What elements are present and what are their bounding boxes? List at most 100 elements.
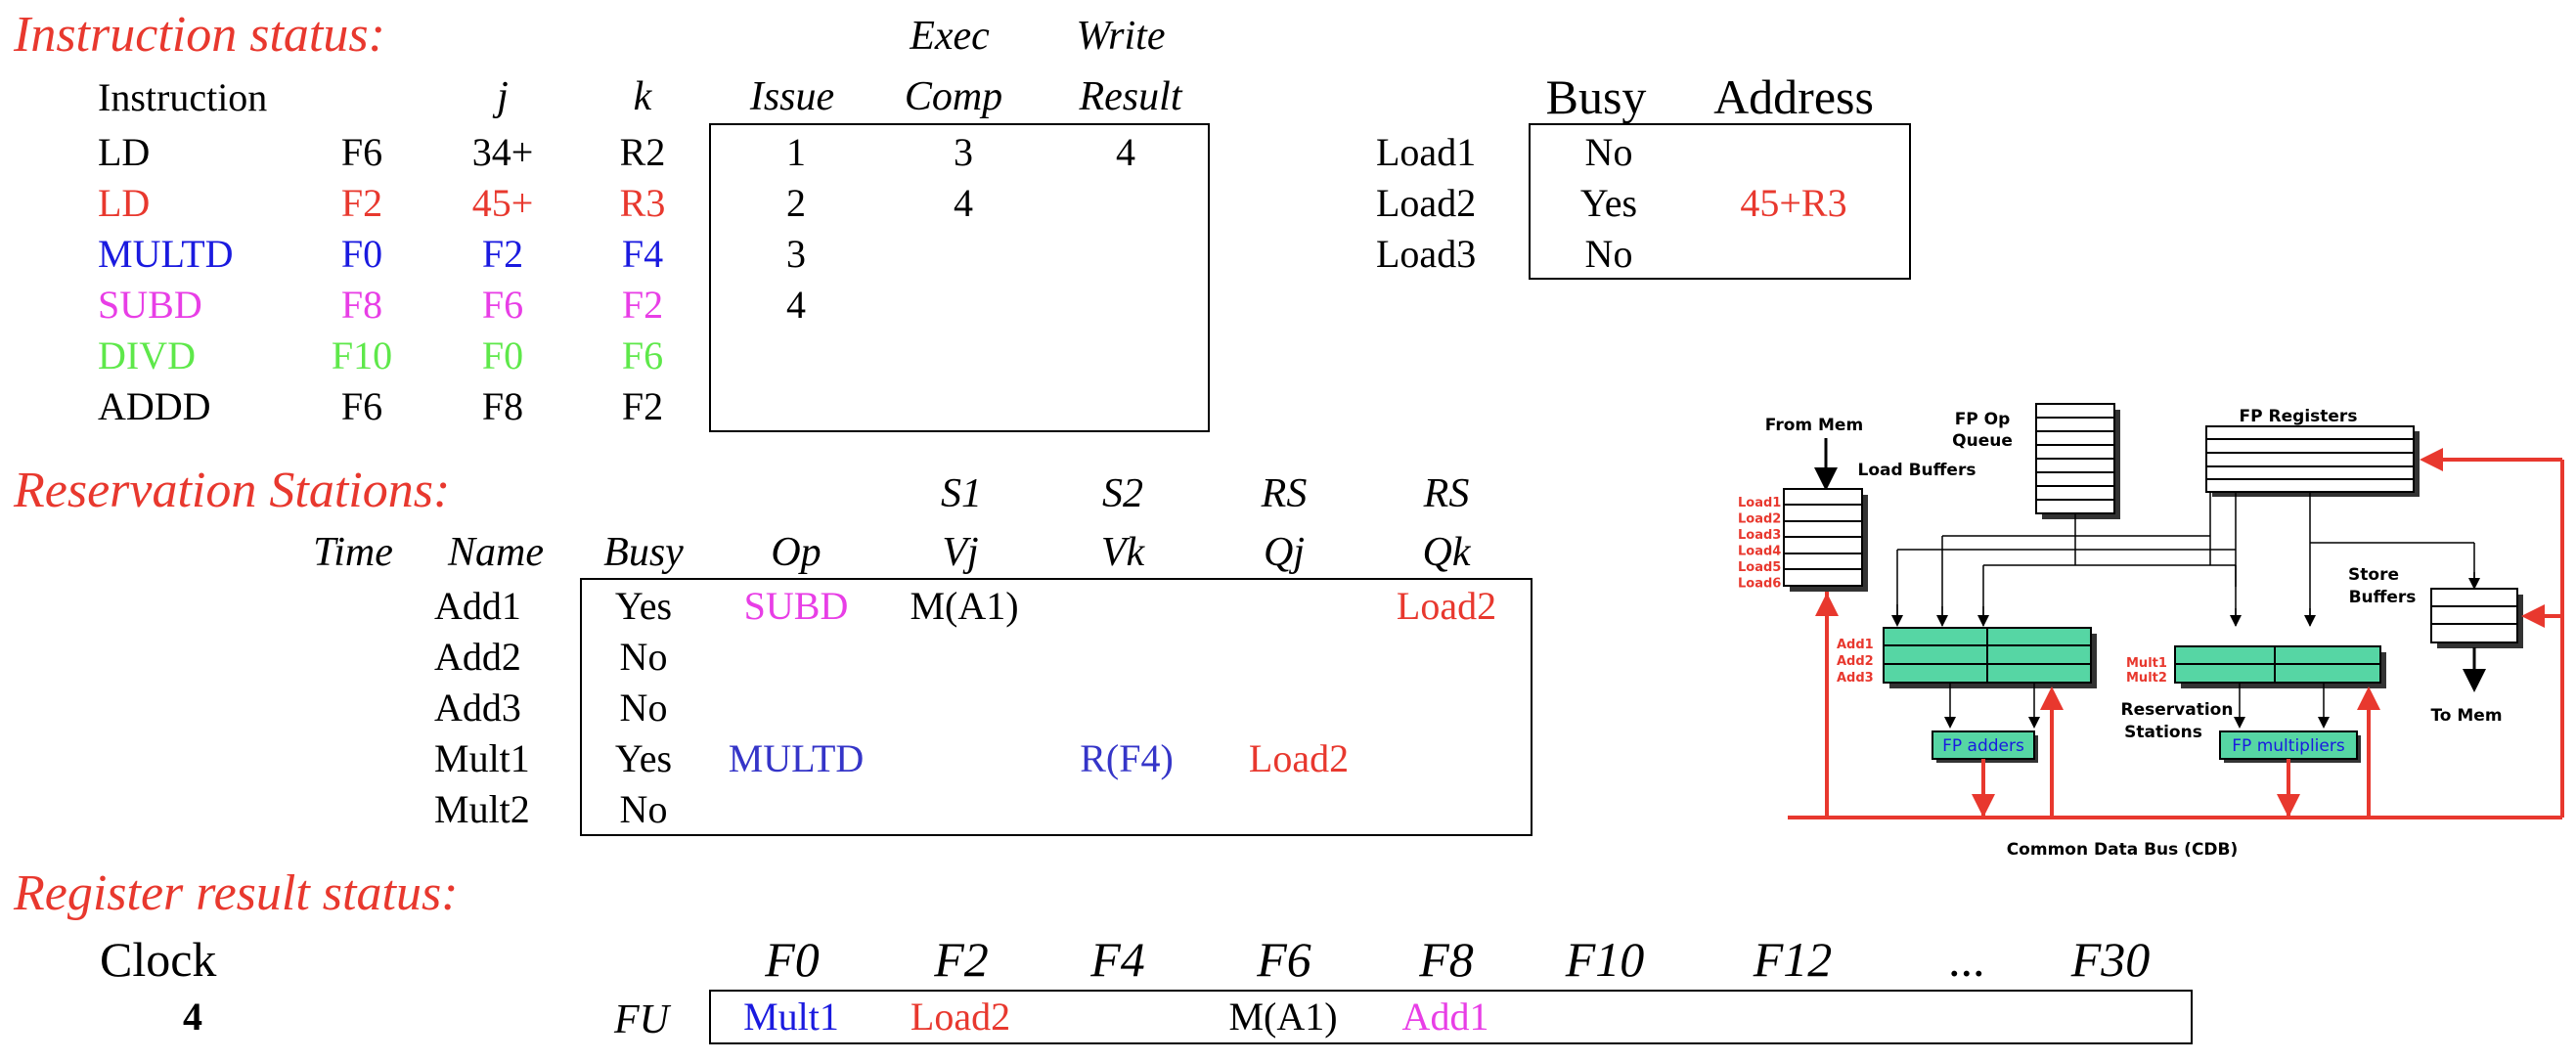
cdb-label: Common Data Bus (CDB) xyxy=(2007,840,2239,860)
instruction-op: MULTD xyxy=(98,232,234,276)
load-buffer-name: Load3 xyxy=(1376,232,1477,276)
rs-busy-header: Busy xyxy=(603,530,684,575)
rs-s2-header: S2 xyxy=(1102,471,1143,516)
store-buffers-label-2: Buffers xyxy=(2349,588,2417,607)
load-buffer-box xyxy=(1529,123,1911,280)
rs-vk: R(F4) xyxy=(1080,736,1174,780)
register-name: F6 xyxy=(1257,932,1311,987)
rs-op-header: Op xyxy=(771,530,822,575)
rs-qk: Load2 xyxy=(1396,584,1497,628)
from-mem-label: From Mem xyxy=(1765,416,1863,435)
adder-reservation-stations xyxy=(1883,627,2097,688)
instruction-op: LD xyxy=(98,130,151,174)
instruction-status-box xyxy=(709,123,1210,432)
instruction-j: 34+ xyxy=(471,130,534,174)
rs-op: SUBD xyxy=(743,584,849,628)
tomasulo-diagram: From Mem FP Op Queue Load Buffers FP Reg… xyxy=(1738,403,2564,860)
instruction-op: SUBD xyxy=(98,283,202,327)
load-buffer-name: Load1 xyxy=(1376,130,1477,174)
rs-name: Add2 xyxy=(434,635,521,679)
diagram-mult-label: Mult2 xyxy=(2126,671,2167,686)
load-buffer-busy: No xyxy=(1584,130,1633,174)
instruction-op: LD xyxy=(98,181,151,225)
write-header-bottom: Result xyxy=(1079,74,1182,119)
instruction-dest: F6 xyxy=(340,384,383,428)
reservation-stations-title: Reservation Stations: xyxy=(14,463,451,518)
rs-busy: No xyxy=(619,787,668,831)
rs-name: Add3 xyxy=(434,686,521,730)
instruction-dest: F0 xyxy=(340,232,383,276)
instruction-dest: F2 xyxy=(340,181,383,225)
diagram-add-label: Add3 xyxy=(1837,671,1874,686)
fp-registers-label: FP Registers xyxy=(2240,407,2358,426)
rs-vj-header: Vj xyxy=(942,530,979,575)
clock-value: 4 xyxy=(183,995,202,1039)
reservation-stations-label-2: Stations xyxy=(2124,723,2202,742)
fp-registers-box xyxy=(2205,425,2420,497)
rs-time-header: Time xyxy=(313,530,393,575)
instruction-j: F6 xyxy=(481,283,524,327)
rs-name: Mult2 xyxy=(434,787,530,831)
clock-label: Clock xyxy=(100,932,217,987)
instruction-k: R2 xyxy=(619,130,666,174)
rs-name: Mult1 xyxy=(434,736,530,780)
instruction-k: F2 xyxy=(621,384,664,428)
load-buffers-stack xyxy=(1783,488,1868,592)
load-buffer-address: 45+R3 xyxy=(1740,181,1847,225)
load-buffer-name: Load2 xyxy=(1376,181,1477,225)
instruction-dest: F8 xyxy=(340,283,383,327)
instruction-j: F0 xyxy=(481,333,524,377)
to-mem-label: To Mem xyxy=(2430,706,2502,726)
load-buffer-busy: No xyxy=(1584,232,1633,276)
fp-adders-label: FP adders xyxy=(1942,736,2024,756)
register-fu-box xyxy=(709,990,2193,1044)
instruction-j: F8 xyxy=(481,384,524,428)
write-header-top: Write xyxy=(1076,14,1166,59)
diagram-add-label: Add2 xyxy=(1837,654,1874,669)
load-busy-header: Busy xyxy=(1545,69,1647,124)
diagram-load-label: Load6 xyxy=(1738,577,1781,592)
rs-qk-header: Qk xyxy=(1422,530,1471,575)
register-name: F12 xyxy=(1753,932,1833,987)
rs-rs1-header: RS xyxy=(1261,471,1308,516)
instruction-dest: F10 xyxy=(331,333,393,377)
instruction-issue: 1 xyxy=(786,130,806,174)
instruction-exec: 3 xyxy=(954,130,973,174)
diagram-load-label: Load2 xyxy=(1738,512,1781,527)
register-fu-value: M(A1) xyxy=(1228,995,1338,1039)
multiplier-reservation-stations xyxy=(2174,645,2386,688)
instruction-header: Instruction xyxy=(98,75,268,119)
instruction-exec: 4 xyxy=(954,181,973,225)
instruction-op: DIVD xyxy=(98,333,196,377)
load-address-header: Address xyxy=(1713,69,1874,124)
diagram-load-label: Load4 xyxy=(1738,545,1781,559)
instruction-op: ADDD xyxy=(98,384,211,428)
store-buffers-box xyxy=(2430,588,2523,648)
instruction-dest: F6 xyxy=(340,130,383,174)
operand-bus-lines xyxy=(1896,492,2475,626)
diagram-load-label: Load3 xyxy=(1738,528,1781,543)
fp-adders-unit: FP adders xyxy=(1932,730,2038,763)
fp-op-queue-label-1: FP Op xyxy=(1955,410,2011,429)
store-buffers-label-1: Store xyxy=(2348,565,2399,585)
fu-label: FU xyxy=(614,997,669,1042)
register-name: F10 xyxy=(1565,932,1645,987)
instruction-k: R3 xyxy=(619,181,666,225)
register-fu-value: Load2 xyxy=(910,995,1011,1039)
register-fu-value: Add1 xyxy=(1401,995,1489,1039)
register-fu-value: Mult1 xyxy=(743,995,839,1039)
fp-multipliers-unit: FP multipliers xyxy=(2219,730,2361,763)
instruction-k: F2 xyxy=(621,283,664,327)
reservation-station-box xyxy=(580,578,1532,836)
rs-vk-header: Vk xyxy=(1100,530,1145,575)
instruction-k: F6 xyxy=(621,333,664,377)
register-name: ... xyxy=(1949,932,1986,987)
diagram-load-label: Load1 xyxy=(1738,496,1781,510)
instruction-issue: 4 xyxy=(786,283,806,327)
fp-op-queue xyxy=(2035,403,2120,519)
register-name: F2 xyxy=(934,932,989,987)
issue-header: Issue xyxy=(749,74,835,119)
